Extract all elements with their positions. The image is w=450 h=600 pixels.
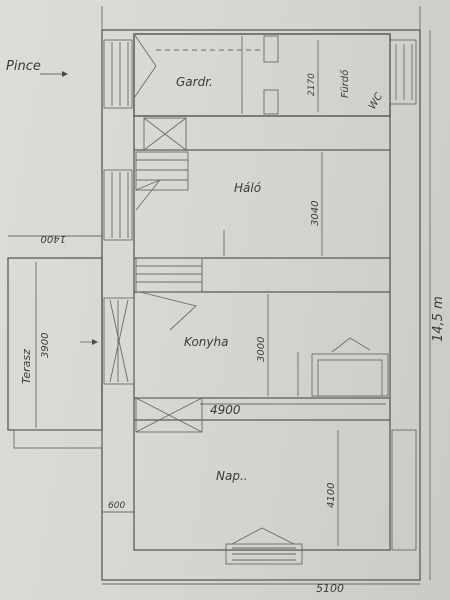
room-label-terrace: Terasz bbox=[20, 349, 33, 384]
outer-walls bbox=[101, 6, 421, 581]
dim-living-height: 4100 bbox=[326, 483, 337, 508]
room-label-bathroom: Fürdő bbox=[339, 69, 351, 98]
room-label-kitchen: Konyha bbox=[184, 335, 228, 349]
dim-bath-height: 2170 bbox=[307, 73, 317, 96]
label-pince: Pince bbox=[6, 59, 41, 74]
room-label-living: Nap.. bbox=[216, 469, 248, 483]
dim-kitchen-height: 3000 bbox=[256, 337, 267, 362]
dim-total-width: 5100 bbox=[316, 582, 344, 595]
gardrobe-room bbox=[133, 33, 417, 117]
kitchen-room bbox=[134, 257, 390, 397]
dimension-lines bbox=[40, 30, 431, 585]
dim-wall-left: 600 bbox=[108, 501, 125, 511]
left-wall-details bbox=[103, 39, 135, 385]
dim-terrace-width: 1400 bbox=[41, 233, 66, 244]
bedroom-room bbox=[134, 117, 390, 256]
dim-bedroom-height: 3040 bbox=[310, 201, 321, 226]
dim-corridor-width: 4900 bbox=[210, 403, 241, 417]
dim-total-length: 14,5 m bbox=[431, 296, 446, 342]
room-label-wc: WC bbox=[367, 91, 385, 111]
room-label-gardrobe: Gardr. bbox=[176, 75, 213, 89]
room-label-bedroom: Háló bbox=[234, 181, 261, 195]
terrace-area bbox=[7, 235, 103, 449]
dim-terrace-height: 3900 bbox=[40, 333, 51, 358]
living-room bbox=[102, 397, 417, 565]
